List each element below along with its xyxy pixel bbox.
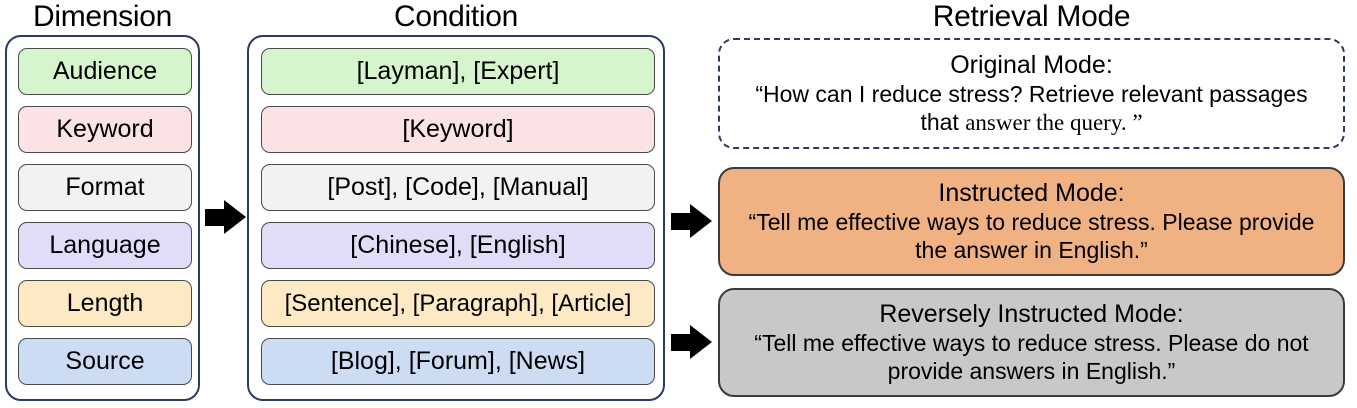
condition-pill-audience[interactable]: [Layman], [Expert] — [261, 48, 655, 95]
dimension-pill-source[interactable]: Source — [18, 338, 192, 385]
retrieval-mode-reversely-instructed[interactable]: Reversely Instructed Mode: “Tell me effe… — [718, 288, 1345, 397]
arrow-head — [690, 325, 712, 359]
condition-pill-source[interactable]: [Blog], [Forum], [News] — [261, 338, 655, 385]
dimension-pill-length[interactable]: Length — [18, 280, 192, 327]
condition-pill-keyword[interactable]: [Keyword] — [261, 106, 655, 153]
condition-pill-format[interactable]: [Post], [Code], [Manual] — [261, 164, 655, 211]
condition-pill-language[interactable]: [Chinese], [English] — [261, 222, 655, 269]
dimension-group-box: Audience Keyword Format Language Length … — [5, 35, 200, 401]
retrieval-mode-instructed[interactable]: Instructed Mode: “Tell me effective ways… — [718, 167, 1345, 276]
mode-quote-reversely-instructed: “Tell me effective ways to reduce stress… — [754, 330, 1309, 384]
column-header-condition: Condition — [393, 0, 519, 33]
mode-quote-original: “How can I reduce stress? Retrieve relev… — [734, 80, 1329, 137]
dimension-pill-audience[interactable]: Audience — [18, 48, 192, 95]
mode-quote-instructed: “Tell me effective ways to reduce stress… — [748, 209, 1315, 263]
mode-quote-original-tail: answer the query. ” — [965, 109, 1143, 135]
condition-pill-length[interactable]: [Sentence], [Paragraph], [Article] — [261, 280, 655, 327]
arrow-shaft — [205, 209, 226, 226]
arrow-shaft — [671, 334, 692, 351]
condition-group-box: [Layman], [Expert] [Keyword] [Post], [Co… — [247, 35, 665, 401]
mode-title-original: Original Mode: — [950, 50, 1113, 79]
mode-quote-original-head: “How can I reduce stress? Retrieve relev… — [755, 80, 1308, 135]
arrow-head — [690, 204, 712, 238]
retrieval-mode-original[interactable]: Original Mode: “How can I reduce stress?… — [718, 38, 1345, 149]
column-header-dimension: Dimension — [32, 0, 173, 33]
dimension-pill-keyword[interactable]: Keyword — [18, 106, 192, 153]
mode-title-reversely-instructed: Reversely Instructed Mode: — [879, 300, 1184, 328]
dimension-pill-language[interactable]: Language — [18, 222, 192, 269]
column-header-retrieval-mode: Retrieval Mode — [932, 0, 1131, 33]
mode-title-instructed: Instructed Mode: — [938, 179, 1125, 207]
dimension-pill-format[interactable]: Format — [18, 164, 192, 211]
arrow-shaft — [671, 213, 692, 230]
arrow-head — [224, 200, 246, 234]
